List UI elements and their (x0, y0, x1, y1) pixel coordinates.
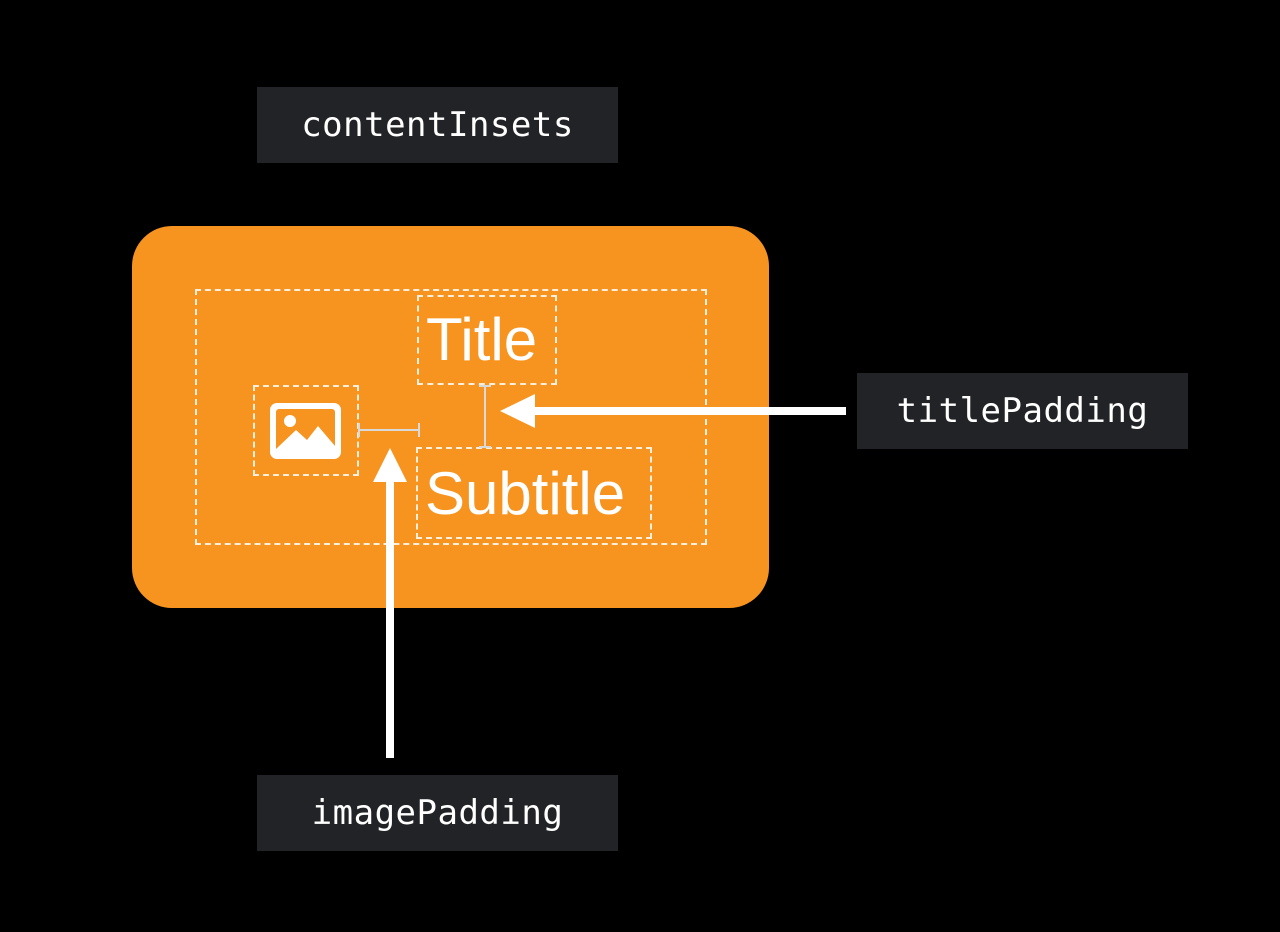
image-padding-label-text: imagePadding (311, 793, 564, 833)
title-padding-label-text: titlePadding (896, 391, 1149, 431)
image-padding-label: imagePadding (257, 775, 618, 851)
title-padding-label: titlePadding (857, 373, 1188, 449)
image-padding-arrow (373, 448, 407, 758)
content-insets-label: contentInsets (257, 87, 618, 163)
subtitle-bounds-box (416, 447, 652, 539)
button-title: Title (426, 306, 538, 373)
button-subtitle: Subtitle (425, 460, 626, 527)
title-padding-arrow (500, 394, 846, 428)
content-insets-box (195, 289, 707, 545)
title-bounds-box (417, 295, 557, 385)
photo-icon (270, 403, 341, 459)
title-padding-marker (479, 385, 491, 448)
image-padding-marker (358, 423, 420, 437)
content-insets-label-text: contentInsets (301, 105, 574, 145)
